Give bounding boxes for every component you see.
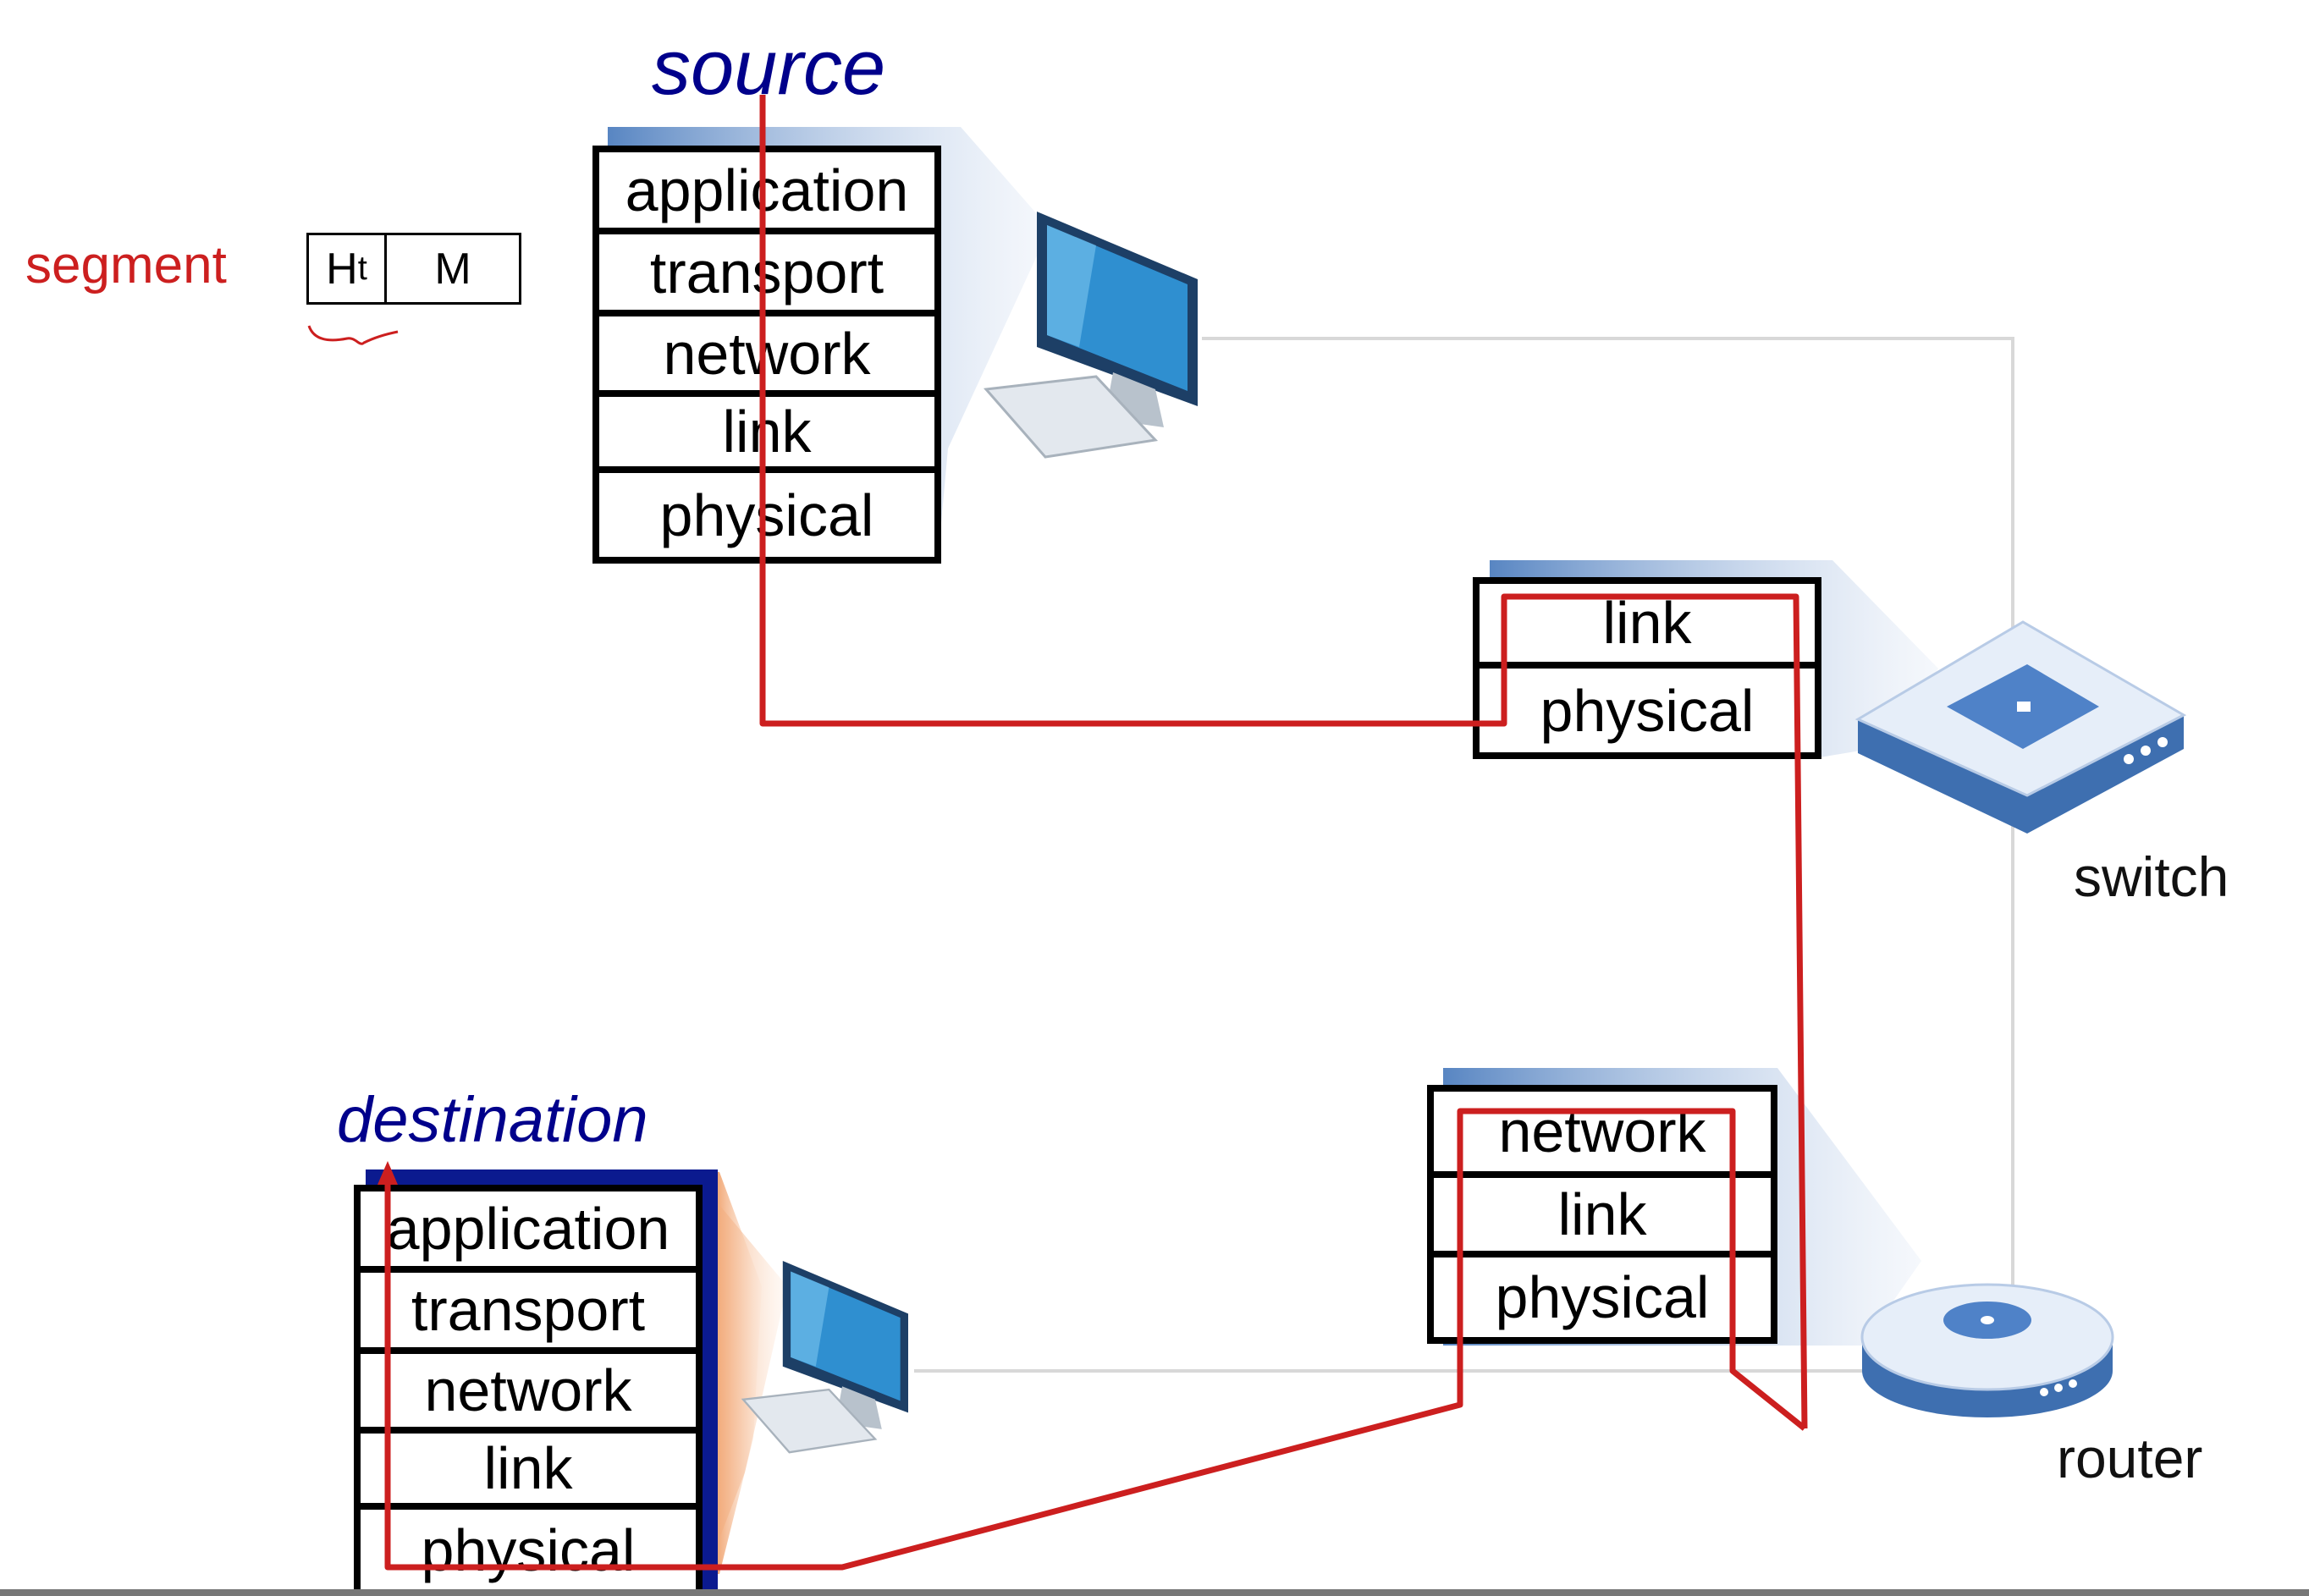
destination-layer-physical: physical — [421, 1517, 636, 1583]
switch-stack: link physical — [1473, 577, 1821, 759]
destination-stack: application transport network link physi… — [354, 1185, 703, 1596]
bottom-divider — [0, 1589, 2309, 1596]
destination-label: destination — [337, 1084, 648, 1156]
switch-layer-physical: physical — [1540, 677, 1755, 744]
arrow-head-icon — [377, 1161, 398, 1185]
source-layer-network: network — [599, 316, 934, 397]
router-stack: network link physical — [1427, 1085, 1777, 1344]
router-layer-physical: physical — [1495, 1264, 1710, 1330]
source-layer-physical: physical — [659, 482, 874, 548]
source-layer-application: application — [599, 152, 934, 234]
segment-label: segment — [25, 236, 227, 294]
switch-layer-link: link — [1480, 584, 1815, 669]
source-layer-link: link — [599, 397, 934, 473]
destination-layer-transport: transport — [361, 1273, 696, 1354]
router-layer-link: link — [1434, 1178, 1771, 1258]
destination-layer-application: application — [361, 1191, 696, 1273]
segment-header: H — [326, 244, 358, 294]
destination-layer-link: link — [361, 1434, 696, 1510]
destination-layer-network: network — [361, 1354, 696, 1434]
segment-header-sub: t — [357, 250, 367, 287]
switch-label: switch — [2074, 845, 2229, 908]
source-stack: application transport network link physi… — [592, 146, 941, 564]
router-label: router — [2057, 1427, 2203, 1489]
segment-message-box: M — [384, 233, 521, 305]
source-layer-transport: transport — [599, 234, 934, 316]
source-label: source — [652, 25, 886, 111]
segment-message: M — [434, 244, 471, 294]
